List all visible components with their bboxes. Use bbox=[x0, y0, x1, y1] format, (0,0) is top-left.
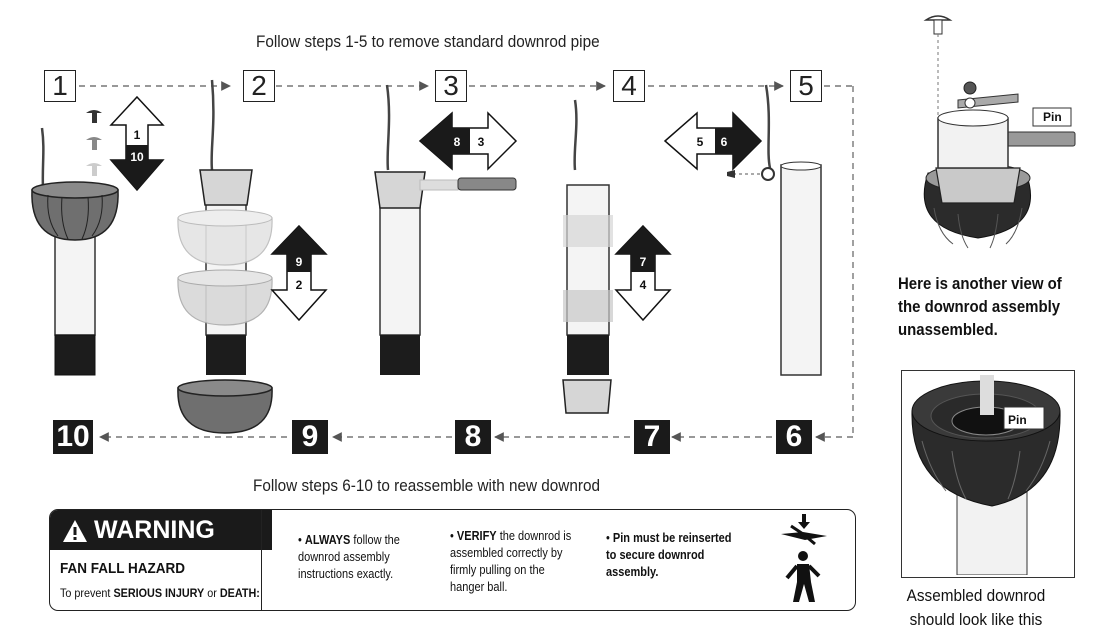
step-box-3: 3 bbox=[435, 70, 467, 102]
arrow-label-3: 3 bbox=[478, 135, 485, 149]
dashed-flow-top bbox=[79, 81, 854, 442]
assembled-inset-frame bbox=[901, 370, 1075, 578]
assembled-caption: Assembled downrod should look like this bbox=[906, 586, 1046, 629]
arrow-label-9: 9 bbox=[296, 255, 303, 269]
step-box-7: 7 bbox=[634, 420, 670, 454]
step-box-6: 6 bbox=[776, 420, 812, 454]
step1-pins bbox=[86, 110, 102, 176]
arrow-label-2: 2 bbox=[296, 278, 303, 292]
warning-title: WARNING bbox=[94, 516, 215, 544]
step-box-4: 4 bbox=[613, 70, 645, 102]
arrow-label-10: 10 bbox=[130, 150, 144, 164]
unassembled-note: Here is another view of the downrod asse… bbox=[898, 274, 1062, 339]
assembled-view-illustration bbox=[911, 375, 1061, 575]
warning-triangle-icon bbox=[63, 520, 87, 543]
warning-bullet-3: • Pin must be reinserted to secure downr… bbox=[606, 531, 732, 579]
pin-label-assembled: Pin bbox=[1008, 413, 1027, 427]
arrow-label-7: 7 bbox=[640, 255, 647, 269]
caption-top: Follow steps 1-5 to remove standard down… bbox=[256, 32, 600, 51]
falling-fan-person-icon bbox=[781, 514, 827, 602]
step-box-9: 9 bbox=[292, 420, 328, 454]
warning-bullet-2: • VERIFY the downrod is assembled correc… bbox=[450, 529, 572, 594]
step3-assembly bbox=[374, 84, 518, 375]
step4-assembly bbox=[562, 99, 672, 414]
step-box-8: 8 bbox=[455, 420, 491, 454]
hazard-title: FAN FALL HAZARD bbox=[60, 560, 186, 577]
pin-label-unassembled: Pin bbox=[1043, 110, 1062, 124]
arrow-label-5: 5 bbox=[697, 135, 704, 149]
warning-banner: WARNING bbox=[50, 510, 272, 550]
step-box-2: 2 bbox=[243, 70, 275, 102]
warning-divider bbox=[261, 510, 262, 610]
warning-box: WARNING FAN FALL HAZARD To prevent SERIO… bbox=[49, 509, 856, 611]
warning-bullet-1: • ALWAYS follow the downrod assembly ins… bbox=[298, 533, 400, 581]
arrow-label-1: 1 bbox=[134, 128, 141, 142]
step-box-5: 5 bbox=[790, 70, 822, 102]
downrod-steps-diagram: 1 10 9 2 8 3 7 4 5 6 bbox=[31, 79, 854, 442]
unassembled-view-illustration bbox=[923, 15, 1076, 249]
hazard-prevent-line: To prevent SERIOUS INJURY or DEATH: bbox=[60, 586, 260, 600]
arrow-label-8: 8 bbox=[454, 135, 461, 149]
arrow-label-6: 6 bbox=[721, 135, 728, 149]
step-box-1: 1 bbox=[44, 70, 76, 102]
step1-assembly bbox=[31, 95, 165, 376]
arrow-label-4: 4 bbox=[640, 278, 647, 292]
step-box-10: 10 bbox=[53, 420, 93, 454]
step5-assembly bbox=[663, 84, 822, 376]
step2-assembly bbox=[177, 79, 328, 434]
caption-bottom: Follow steps 6-10 to reassemble with new… bbox=[253, 476, 600, 495]
